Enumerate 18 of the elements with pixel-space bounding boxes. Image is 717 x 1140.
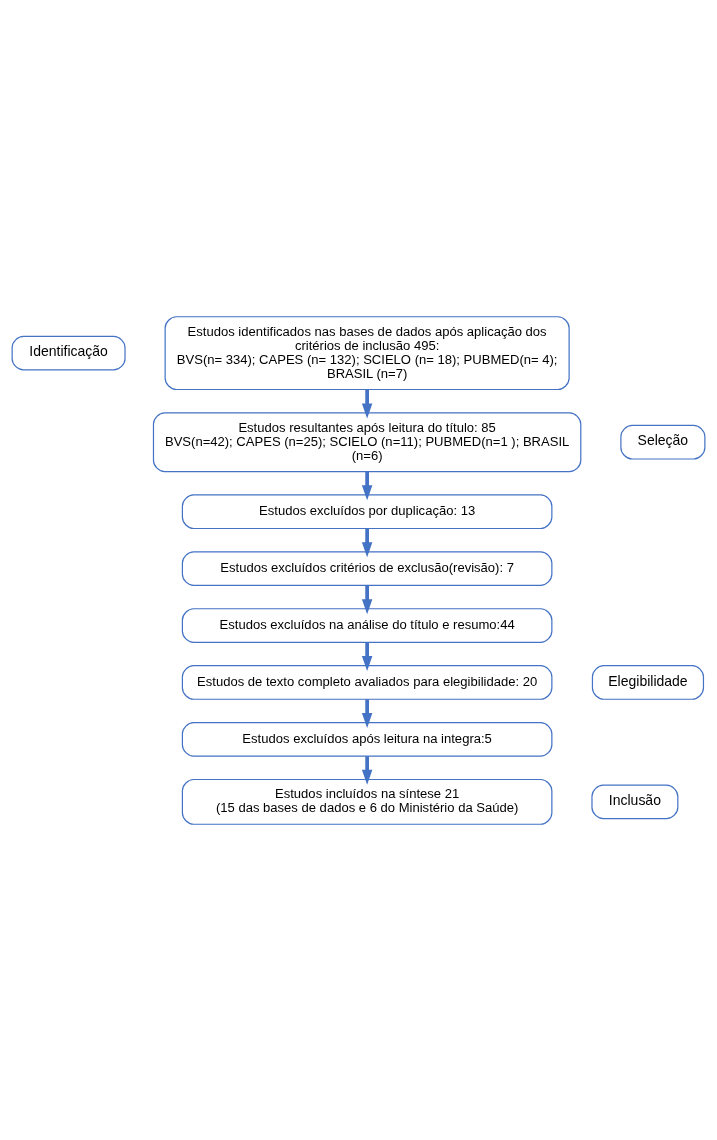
node-box: Estudos identificados nas bases de dados após aplicação dos critérios de inclusão 495: BVS(n= 334); CAPES (n= 132); SCIELO (n= 18); PUBMED(n= 4); BRASIL (n=7) [164,315,570,390]
node-box: Estudos de texto completo avaliados para elegibilidade: 20 [181,664,553,700]
node-box: Estudos excluídos na análise do título e resumo:44 [181,607,553,643]
arrow [361,471,373,500]
node-box: Estudos incluídos na síntese 21 (15 das bases de dados e 6 do Ministério da Saúde) [181,778,553,825]
arrow [361,585,373,614]
arrow [361,641,373,671]
arrow [361,528,373,557]
node-box: Elegibilidade [591,664,705,700]
node-box: Estudos excluídos critérios de exclusão(revisão): 7 [181,550,553,586]
node-box: Inclusão [591,783,679,819]
node-box: Identificação [11,335,126,370]
node-box: Estudos excluídos após leitura na integra:5 [181,721,553,757]
node-box: Estudos resultantes após leitura do título: 85 BVS(n=42); CAPES (n=25); SCIELO (n=11); PUBMED(n=1 ); BRASIL (n=6) [152,411,582,472]
arrow [361,698,373,728]
node-box: Estudos excluídos por duplicação: 13 [181,493,553,529]
node-box: Seleção [620,424,706,460]
arrow [361,755,373,785]
